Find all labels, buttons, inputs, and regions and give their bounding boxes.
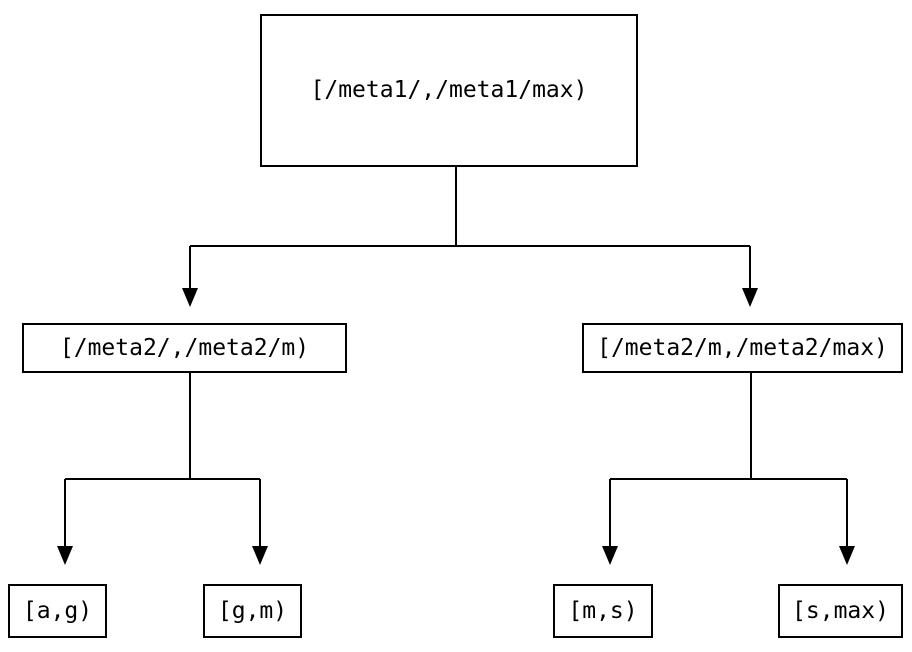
tree-node-leaf-ag: [a,g) (8, 584, 107, 638)
tree-node-leaf-ms-label: [m,s) (568, 597, 638, 624)
arrowhead-left-child (182, 288, 198, 307)
edge-left-child-to-leaf-ag (57, 373, 191, 565)
arrowhead-leaf-ms (602, 546, 618, 565)
edge-right-child-to-leaf-ms (602, 373, 752, 565)
arrowhead-leaf-gm (252, 546, 268, 565)
arrowhead-right-child (742, 288, 758, 307)
tree-node-left-child: [/meta2/,/meta2/m) (22, 323, 347, 373)
tree-node-left-child-label: [/meta2/,/meta2/m) (59, 334, 310, 361)
tree-node-right-child-label: [/meta2/m,/meta2/max) (597, 334, 888, 361)
edge-left-child-to-leaf-gm (190, 478, 268, 565)
tree-node-leaf-gm: [g,m) (203, 584, 302, 638)
edge-root-to-right-child (456, 245, 758, 307)
tree-node-root-label: [/meta1/,/meta1/max) (310, 77, 588, 103)
tree-node-leaf-smax-label: [s,max) (792, 597, 889, 624)
edge-right-child-to-leaf-smax (751, 478, 855, 565)
tree-node-leaf-gm-label: [g,m) (217, 597, 288, 624)
tree-node-leaf-ms: [m,s) (553, 584, 653, 638)
tree-node-right-child: [/meta2/m,/meta2/max) (582, 323, 903, 373)
tree-node-leaf-ag-label: [a,g) (22, 597, 93, 624)
tree-node-root: [/meta1/,/meta1/max) (260, 14, 638, 167)
tree-node-leaf-smax: [s,max) (778, 584, 903, 638)
arrowhead-leaf-smax (839, 546, 855, 565)
arrowhead-leaf-ag (57, 546, 73, 565)
edge-root-to-left-child (182, 167, 457, 307)
